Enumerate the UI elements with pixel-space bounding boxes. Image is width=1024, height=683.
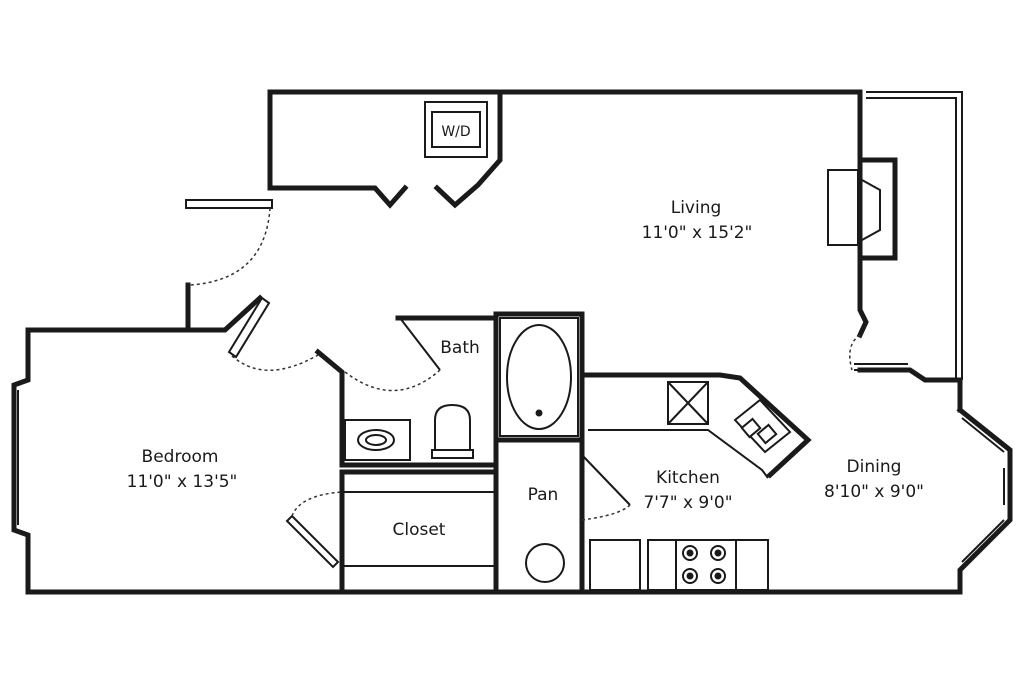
dining-size: 8'10" x 9'0" [824, 482, 924, 502]
bedroom-door [227, 296, 319, 371]
balcony [854, 91, 963, 380]
bath-walls [314, 311, 585, 595]
entry-wall [185, 199, 273, 286]
kitchen [579, 372, 812, 591]
fireplace [827, 157, 898, 261]
pantry [525, 454, 631, 583]
dining-label: Dining [847, 457, 902, 477]
bath-label: Bath [440, 338, 480, 358]
washer-dryer: W/D [424, 101, 488, 158]
bedroom-label: Bedroom [142, 447, 219, 467]
living-label: Living [671, 198, 722, 218]
pan-label: Pan [528, 485, 559, 505]
kitchen-size: 7'7" x 9'0" [643, 493, 732, 513]
kitchen-label: Kitchen [656, 468, 720, 488]
closet [285, 437, 499, 595]
windows [17, 334, 1005, 563]
washer-dryer-label: W/D [441, 124, 470, 140]
closet-label: Closet [393, 520, 446, 540]
bedroom-size: 11'0" x 13'5" [127, 472, 238, 492]
room-labels: Living 11'0" x 15'2" Bath Bedroom 11'0" … [127, 198, 924, 540]
living-size: 11'0" x 15'2" [642, 223, 753, 243]
